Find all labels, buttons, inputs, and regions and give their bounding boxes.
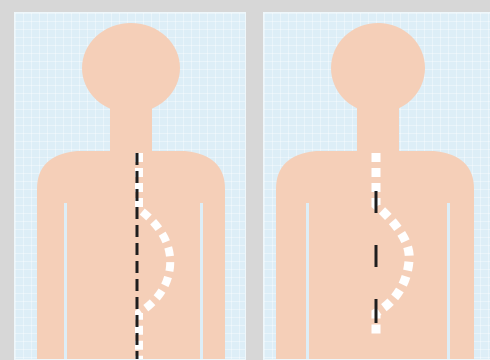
panel-right bbox=[263, 12, 490, 360]
arm-gap-left-outer bbox=[64, 203, 67, 360]
head-right bbox=[331, 23, 425, 113]
panel-left bbox=[14, 12, 246, 360]
neck-right bbox=[357, 101, 399, 157]
arm-gap-left-inner bbox=[200, 203, 203, 360]
arm-gap-right-outer bbox=[306, 203, 309, 360]
figure-right bbox=[264, 13, 490, 360]
figure-left bbox=[15, 13, 246, 360]
arm-gap-right-inner bbox=[447, 203, 450, 360]
neck-left bbox=[110, 101, 152, 157]
head-left bbox=[82, 23, 180, 113]
